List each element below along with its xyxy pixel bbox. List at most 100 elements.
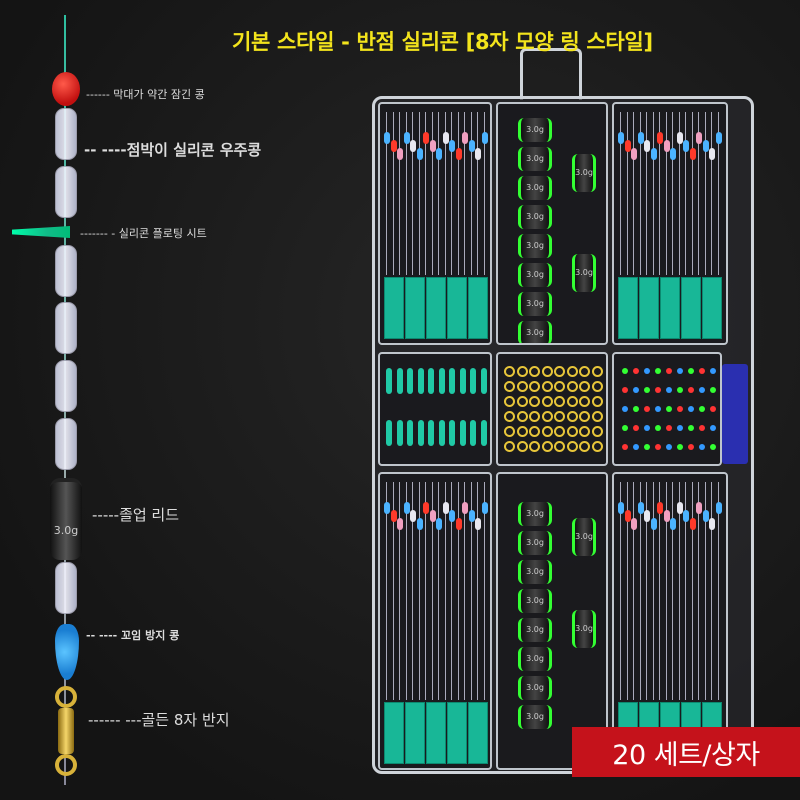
sinker-item: 3.0g [518,560,552,584]
swivel-ring [504,366,515,377]
float-pin [646,112,647,275]
float-card [426,702,446,764]
float-card [618,277,638,339]
float-bead [644,510,650,522]
compartment-beads [612,352,722,466]
float-bead [390,140,397,152]
swivel-ring [529,366,540,377]
float-pin [451,112,452,275]
swivel-ring [516,441,528,452]
bead-item [710,387,716,393]
float-pin [633,482,634,700]
float-pin [626,482,628,700]
float-pin [698,112,699,275]
float-pin [412,112,413,275]
sinker-item: 3.0g [572,154,596,192]
float-bead [631,148,637,160]
float-pin [678,482,680,700]
compartment-swivels [496,352,608,466]
float-bead [442,502,449,514]
float-bead [676,502,683,514]
float-bead [657,502,663,514]
sinker-item: 3.0g [518,531,552,555]
bead-item [633,387,639,393]
float-bead [696,132,702,144]
float-pin [659,112,660,275]
float-pin [639,112,641,275]
swivel-ring [579,381,590,392]
float-bead [644,140,650,152]
bead-item [622,368,628,374]
swivel-ring [516,396,528,407]
float-bead [462,132,468,144]
float-bead [624,510,631,522]
swivel-ring [541,381,553,392]
label-stopper: ------ 막대가 약간 잠긴 콩 [86,88,205,101]
swivel-ring [579,426,590,437]
bead-item [677,387,683,393]
float-pin [386,112,387,275]
swivel-ring [554,441,565,452]
float-bead [481,132,488,144]
bead-item [655,444,661,450]
bead-item [710,406,716,412]
float-bead [449,510,455,522]
bead-item [622,387,628,393]
bead-item [677,425,683,431]
sinker-item: 3.0g [572,254,596,292]
silicone-bead-icon [55,418,77,470]
float-bead [637,132,644,144]
float-card [447,702,467,764]
float-pin [392,112,394,275]
float-card [384,702,404,764]
float-seat-item [428,420,434,446]
float-bead [637,502,644,514]
float-pin [438,482,439,700]
float-pin [620,482,621,700]
float-bead [624,140,631,152]
float-bead [709,148,715,160]
float-pin [691,112,693,275]
label-swivel: ------ ---골든 8자 반지 [88,711,230,729]
float-bead [429,510,436,522]
float-bead [442,132,449,144]
swivel-ring [529,441,540,452]
float-pin [399,482,400,700]
float-bead [468,140,475,152]
float-bead [397,148,403,160]
bead-item [710,444,716,450]
float-bead [709,518,715,530]
bead-item [633,368,639,374]
float-pin [405,482,407,700]
bead-item [644,368,650,374]
float-pin [418,112,420,275]
bead-item [688,368,694,374]
float-seat-item [407,368,413,394]
float-pin [470,482,472,700]
sinker-item: 3.0g [572,610,596,648]
float-seat-item [386,420,392,446]
swivel-ring [516,366,528,377]
float-bead [683,510,689,522]
swivel-ring [591,381,603,392]
float-card [384,277,404,339]
float-bead [631,518,637,530]
float-pin [659,482,660,700]
float-bead [468,510,475,522]
bead-item [699,444,705,450]
bead-item [644,444,650,450]
float-bead [455,518,462,530]
float-bead [462,502,468,514]
float-bead [481,502,488,514]
compartment-floats-bottom-right [612,472,728,770]
sinker-item: 3.0g [572,518,596,556]
float-pin [711,112,712,275]
swivel-ring [529,381,540,392]
sinker-item: 3.0g [518,176,552,200]
bead-item [699,406,705,412]
float-pin [399,112,400,275]
float-bead [429,140,436,152]
swivel-ring [566,396,578,407]
float-seat-item [459,420,466,446]
page-title: 기본 스타일 - 반점 실리콘 [8자 모양 링 스타일] [232,30,653,54]
